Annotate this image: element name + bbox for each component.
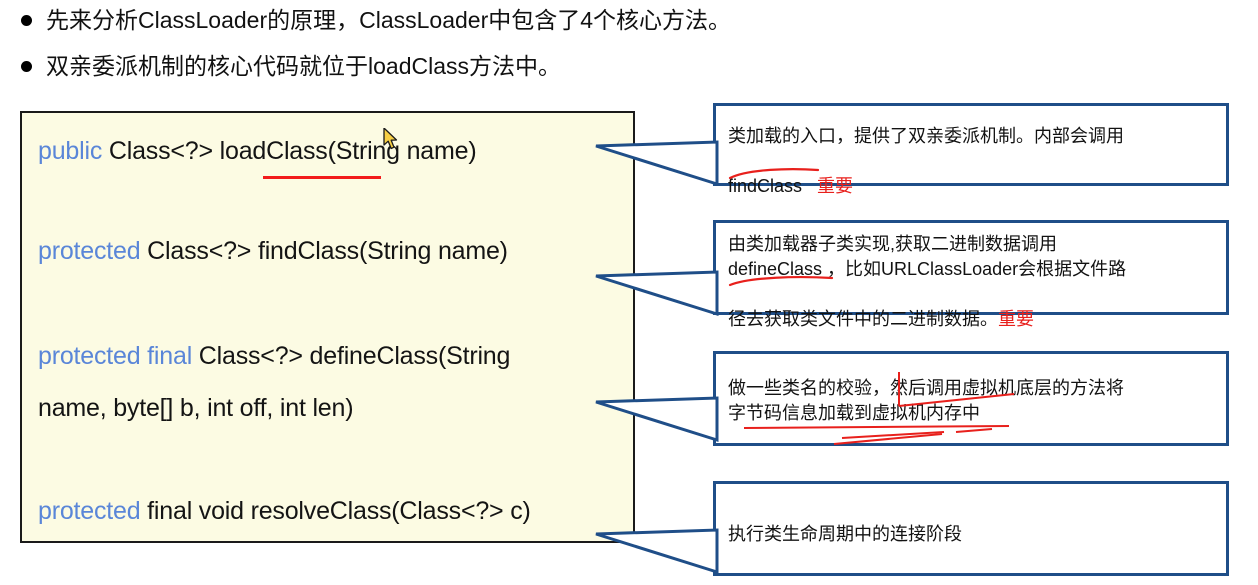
callout-line-1: 类加载的入口，提供了双亲委派机制。内部会调用 (728, 126, 1124, 146)
callout-loadClass: 类加载的入口，提供了双亲委派机制。内部会调用 findClass 重要 (713, 103, 1229, 196)
code-signature: final void resolveClass(Class<?> c) (140, 497, 531, 525)
bullet-icon (21, 15, 32, 26)
code-keyword: public (38, 137, 103, 165)
callout-resolveClass: 执行类生命周期中的连接阶段 (713, 481, 1229, 576)
list-item: 先来分析ClassLoader的原理，ClassLoader中包含了4个核心方法… (0, 4, 1258, 44)
bullet-icon (21, 61, 32, 72)
callout-line-1: 执行类生命周期中的连接阶段 (728, 524, 962, 544)
callout-line-3-text: 径去获取类文件中的二进制数据。 (728, 309, 998, 329)
bullet-text-2: 双亲委派机制的核心代码就位于loadClass方法中。 (46, 53, 561, 79)
code-line-findClass: protected Class<?> findClass(String name… (38, 236, 508, 266)
code-panel: public Class<?> loadClass(String name) p… (20, 111, 635, 543)
code-signature: Class<?> loadClass(String name) (102, 137, 477, 165)
code-line-defineClass: protected final Class<?> defineClass(Str… (38, 341, 510, 371)
code-line-resolveClass: protected final void resolveClass(Class<… (38, 496, 531, 526)
callout-findClass: 由类加载器子类实现,获取二进制数据调用 defineClass ，比如URLCl… (713, 220, 1229, 329)
callout-code-ref: findClass (728, 176, 803, 196)
bullet-list: 先来分析ClassLoader的原理，ClassLoader中包含了4个核心方法… (0, 0, 1258, 90)
callout-line-1: 做一些类名的校验，然后调用虚拟机底层的方法将 (728, 378, 1124, 398)
code-line-loadClass: public Class<?> loadClass(String name) (38, 136, 477, 166)
code-keyword: protected (38, 497, 141, 525)
code-signature: Class<?> findClass(String name) (140, 237, 508, 265)
code-signature: name, byte[] b, int off, int len) (38, 394, 354, 422)
code-keyword: protected final (38, 342, 193, 370)
callout-line-2: defineClass ，比如URLClassLoader会根据文件路 (728, 259, 1127, 279)
list-item: 双亲委派机制的核心代码就位于loadClass方法中。 (0, 50, 1258, 90)
callout-line-2: findClass 重要 (728, 149, 853, 199)
callout-line-3: 径去获取类文件中的二进制数据。重要 (728, 282, 1034, 332)
importance-badge: 重要 (817, 176, 854, 196)
code-line-defineClass-cont: name, byte[] b, int off, int len) (38, 393, 354, 423)
callout-defineClass: 做一些类名的校验，然后调用虚拟机底层的方法将 字节码信息加载到虚拟机内存中 (713, 351, 1229, 446)
callout-line-1: 由类加载器子类实现,获取二进制数据调用 (728, 234, 1057, 254)
callout-line-2: 字节码信息加载到虚拟机内存中 (728, 403, 980, 423)
code-keyword: protected (38, 237, 141, 265)
importance-badge: 重要 (998, 309, 1034, 329)
loadClass-red-underline (263, 176, 381, 179)
code-signature: Class<?> defineClass(String (192, 342, 511, 370)
bullet-text-1: 先来分析ClassLoader的原理，ClassLoader中包含了4个核心方法… (46, 7, 732, 33)
